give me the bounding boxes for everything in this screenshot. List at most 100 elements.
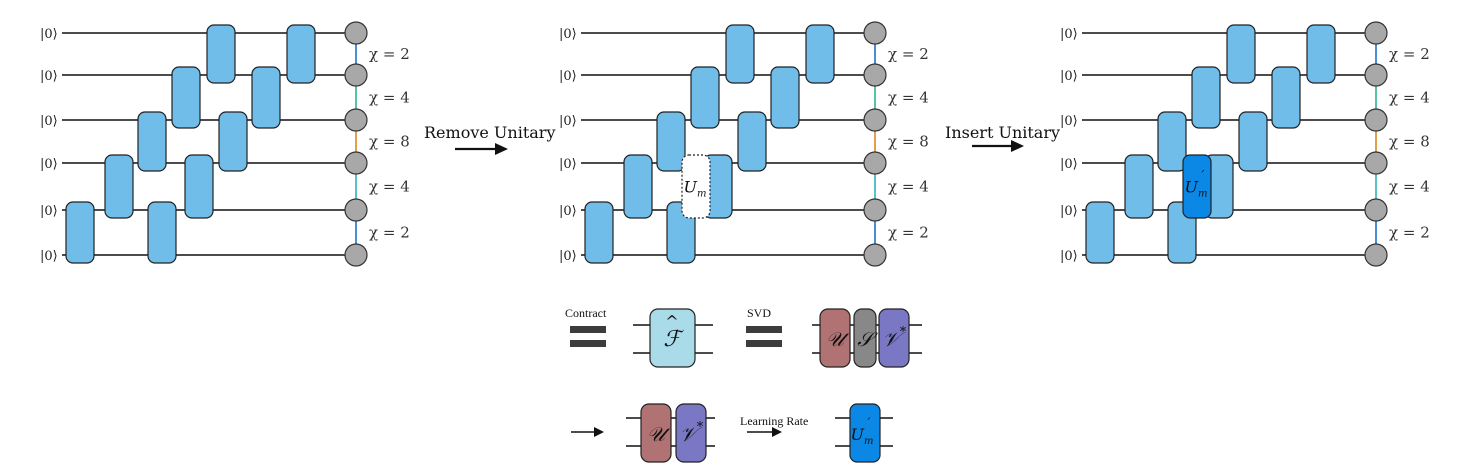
mps-node — [1364, 151, 1388, 175]
mps-node — [863, 151, 887, 175]
unitary-gate — [1306, 24, 1336, 84]
svd-equals-bottom — [746, 340, 782, 347]
learning-rate-arrowhead — [772, 427, 782, 437]
F-gate-hat: ^ — [665, 312, 678, 331]
circuit-panel-3: |0⟩|0⟩|0⟩|0⟩|0⟩|0⟩χ = 2χ = 4χ = 8χ = 4χ … — [1060, 21, 1430, 267]
ket-label: |0⟩ — [40, 27, 58, 42]
update-procedure: Contract ℱ ^ SVD 𝒰 𝒮 𝒱 * 𝒰 𝒱 * Learning — [565, 306, 922, 463]
updated-gate-prime: ′ — [868, 416, 871, 431]
learning-rate-label: Learning Rate — [740, 414, 808, 428]
svd-U-gate — [819, 308, 851, 368]
unitary-gate — [251, 66, 281, 129]
mps-node — [344, 151, 368, 175]
bond-dimension-label: χ = 4 — [369, 178, 410, 196]
remove-unitary-arrowhead — [495, 143, 508, 155]
bond-dimension-label: χ = 4 — [888, 178, 929, 196]
unitary-gate — [137, 111, 167, 172]
mps-node — [1364, 108, 1388, 132]
mps-node — [863, 198, 887, 222]
V-gate-star: * — [697, 420, 704, 435]
ket-label: |0⟩ — [559, 249, 577, 264]
gate-prime: ′ — [1202, 169, 1205, 184]
contract-label: Contract — [565, 306, 607, 320]
ket-label: |0⟩ — [1060, 157, 1078, 172]
bond-dimension-label: χ = 4 — [369, 89, 410, 107]
unitary-gate — [1191, 66, 1221, 129]
unitary-gate — [725, 24, 755, 84]
unitary-gate — [286, 24, 316, 84]
unitary-gate — [1085, 201, 1115, 264]
mps-node — [344, 21, 368, 45]
circuit-panel-2: |0⟩|0⟩|0⟩|0⟩|0⟩|0⟩χ = 2χ = 4χ = 8χ = 4χ … — [559, 21, 929, 267]
svd-label: SVD — [747, 306, 771, 320]
remove-unitary-label: Remove Unitary — [424, 123, 555, 142]
bond-dimension-label: χ = 2 — [888, 45, 929, 63]
removed-gate — [681, 154, 711, 219]
mps-node — [1364, 198, 1388, 222]
F-gate — [649, 308, 696, 368]
updated-gate — [849, 403, 881, 463]
ket-label: |0⟩ — [1060, 69, 1078, 84]
unitary-gate — [770, 66, 800, 129]
row2-arrowhead — [594, 427, 604, 437]
unitary-gate — [1271, 66, 1301, 129]
mps-node — [1364, 63, 1388, 87]
bond-dimension-label: χ = 4 — [1389, 89, 1430, 107]
unitary-gate — [104, 154, 134, 219]
unitary-gate — [147, 201, 177, 264]
unitary-gate — [737, 111, 767, 172]
bond-dimension-label: χ = 8 — [1389, 133, 1430, 151]
unitary-gate — [805, 24, 835, 84]
bond-dimension-label: χ = 2 — [888, 224, 929, 242]
svd-S-gate — [853, 308, 877, 368]
bond-dimension-label: χ = 4 — [888, 89, 929, 107]
unitary-gate — [1238, 111, 1268, 172]
ket-label: |0⟩ — [1060, 204, 1078, 219]
mps-node — [1364, 243, 1388, 267]
insert-unitary-arrowhead — [1011, 140, 1024, 152]
ket-label: |0⟩ — [40, 249, 58, 264]
unitary-gate — [206, 24, 236, 84]
ket-label: |0⟩ — [1060, 27, 1078, 42]
ket-label: |0⟩ — [1060, 249, 1078, 264]
mps-node — [863, 21, 887, 45]
U-gate — [640, 403, 672, 463]
svd-equals-top — [746, 326, 782, 333]
unitary-gate — [184, 154, 214, 219]
contract-equals-bottom — [570, 340, 606, 347]
unitary-gate — [218, 111, 248, 172]
mps-node — [863, 243, 887, 267]
svd-V-gate — [878, 308, 910, 368]
gate-label: Um — [1185, 178, 1208, 200]
bond-dimension-label: χ = 4 — [1389, 178, 1430, 196]
ket-label: |0⟩ — [559, 27, 577, 42]
ket-label: |0⟩ — [559, 114, 577, 129]
bond-dimension-label: χ = 8 — [369, 133, 410, 151]
unitary-gate — [1157, 111, 1187, 172]
updated-gate-label: Um — [851, 425, 874, 447]
ket-label: |0⟩ — [40, 69, 58, 84]
mps-node — [344, 108, 368, 132]
ket-label: |0⟩ — [559, 204, 577, 219]
unitary-gate — [171, 66, 201, 129]
unitary-gate — [690, 66, 720, 129]
ket-label: |0⟩ — [1060, 114, 1078, 129]
unitary-gate — [656, 111, 686, 172]
bond-dimension-label: χ = 8 — [888, 133, 929, 151]
bond-dimension-label: χ = 2 — [369, 224, 410, 242]
contract-equals-top — [570, 326, 606, 333]
insert-unitary-label: Insert Unitary — [945, 123, 1060, 142]
unitary-gate — [65, 201, 95, 264]
F-gate-label: ℱ — [663, 327, 684, 352]
mps-node — [1364, 21, 1388, 45]
ket-label: |0⟩ — [40, 157, 58, 172]
mps-node — [344, 63, 368, 87]
ket-label: |0⟩ — [559, 69, 577, 84]
unitary-gate — [623, 154, 653, 219]
gate-label: Um — [684, 178, 707, 200]
ket-label: |0⟩ — [40, 204, 58, 219]
svd-V-star: * — [900, 325, 907, 340]
bond-dimension-label: χ = 2 — [1389, 45, 1430, 63]
unitary-gate — [1124, 154, 1154, 219]
